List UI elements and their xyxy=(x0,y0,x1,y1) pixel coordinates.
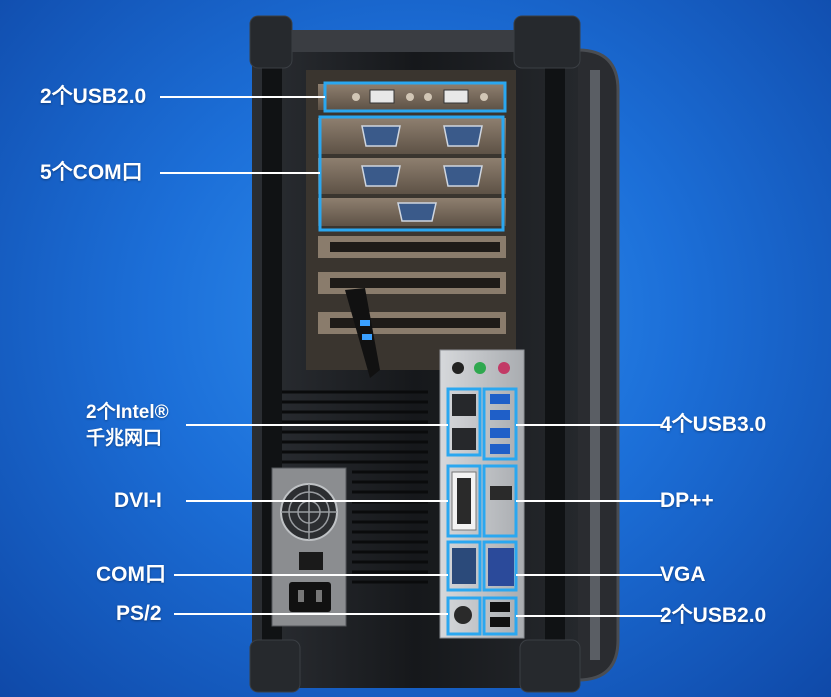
bumper-bottom-right xyxy=(519,639,581,693)
box-vga xyxy=(482,540,518,592)
label-dp: DP++ xyxy=(660,489,714,512)
label-lan-line2: 千兆网口 xyxy=(86,428,163,449)
cable-lock xyxy=(345,288,380,378)
box-lan xyxy=(446,387,482,457)
label-ps2: PS/2 xyxy=(116,602,162,625)
label-com-io: COM口 xyxy=(96,563,166,586)
label-usb3: 4个USB3.0 xyxy=(660,413,767,436)
leader-lines xyxy=(160,96,662,617)
label-lan-line1: 2个Intel® xyxy=(86,402,169,423)
label-dvi: DVI-I xyxy=(114,489,162,512)
label-usb2-top: 2个USB2.0 xyxy=(40,85,147,108)
psu-power-inlet xyxy=(289,582,331,612)
bumper-top-right xyxy=(513,15,581,69)
bumper-bottom-left xyxy=(249,639,301,693)
box-ps2 xyxy=(446,596,482,636)
bumper-top-left xyxy=(249,15,293,69)
label-com5: 5个COM口 xyxy=(40,161,143,184)
box-com-io xyxy=(446,540,482,592)
label-vga: VGA xyxy=(660,563,706,586)
com-connectors xyxy=(361,125,483,222)
psu-switch xyxy=(299,552,323,570)
label-usb2-bottom: 2个USB2.0 xyxy=(660,604,767,627)
